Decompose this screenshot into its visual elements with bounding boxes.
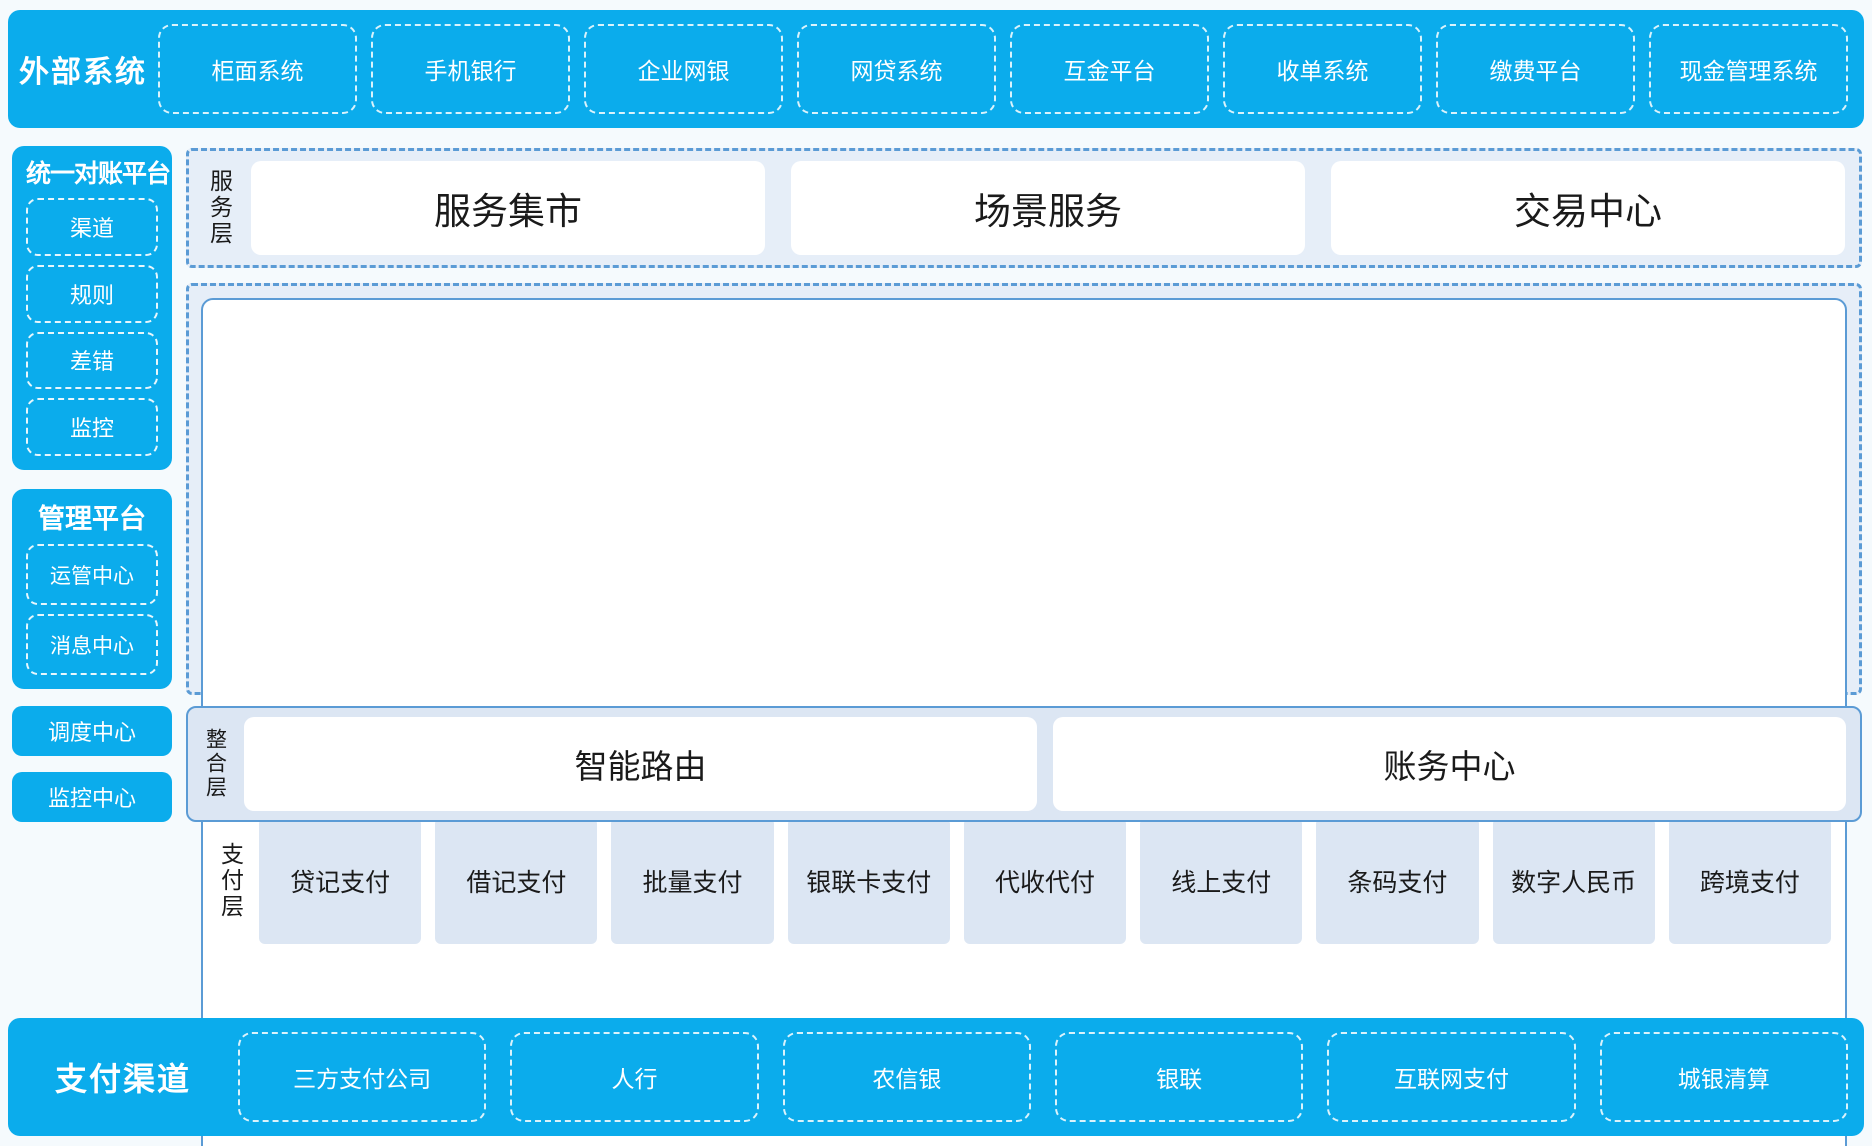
- payment-channels-title: 支付渠道: [54, 1061, 191, 1097]
- channel-item-internet-payment[interactable]: 互联网支付: [1327, 1032, 1576, 1122]
- integration-layer-items: 智能路由 账务中心: [244, 717, 1846, 811]
- external-system-item[interactable]: 手机银行: [371, 24, 570, 114]
- external-systems-bar: 外部系统 柜面系统 手机银行 企业网银 网贷系统 互金平台 收单系统 缴费平台 …: [8, 10, 1864, 128]
- payment-item-credit[interactable]: 贷记支付: [259, 818, 422, 944]
- payment-item-cross-border[interactable]: 跨境支付: [1668, 818, 1831, 944]
- payment-layer-label: 支付层: [217, 842, 244, 920]
- payment-item-unionpay-card[interactable]: 银联卡支付: [787, 818, 950, 944]
- management-platform-items: 运管中心 消息中心: [26, 544, 158, 675]
- sidebar-item-rule[interactable]: 规则: [26, 264, 158, 323]
- external-system-item[interactable]: 互金平台: [1010, 24, 1209, 114]
- sidebar-item-monitoring-center[interactable]: 监控中心: [12, 772, 172, 822]
- payment-item-online[interactable]: 线上支付: [1140, 818, 1303, 944]
- management-platform-group: 管理平台 运管中心 消息中心: [12, 489, 172, 689]
- service-layer-label: 服务层: [206, 169, 233, 247]
- payment-item-barcode[interactable]: 条码支付: [1316, 818, 1479, 944]
- external-systems-items: 柜面系统 手机银行 企业网银 网贷系统 互金平台 收单系统 缴费平台 现金管理系…: [158, 24, 1848, 114]
- channel-item-third-party[interactable]: 三方支付公司: [238, 1032, 487, 1122]
- sidebar-item-error[interactable]: 差错: [26, 331, 158, 390]
- payment-item-digital-rmb[interactable]: 数字人民币: [1492, 818, 1655, 944]
- payment-item-batch[interactable]: 批量支付: [611, 818, 774, 944]
- channel-item-rural-credit[interactable]: 农信银: [782, 1032, 1031, 1122]
- sidebar-item-monitor[interactable]: 监控: [26, 398, 158, 456]
- external-systems-title: 外部系统: [19, 56, 147, 89]
- sidebar-item-dispatch-center[interactable]: 调度中心: [12, 706, 172, 756]
- integration-layer-label: 整合层: [203, 728, 227, 800]
- channel-item-pboc[interactable]: 人行: [510, 1032, 759, 1122]
- integration-item-accounting-center[interactable]: 账务中心: [1053, 717, 1846, 811]
- payment-layer-items: 贷记支付 借记支付 批量支付 银联卡支付 代收代付 线上支付 条码支付 数字人民…: [259, 818, 1831, 944]
- channel-item-city-bank-clearing[interactable]: 城银清算: [1599, 1032, 1848, 1122]
- external-system-item[interactable]: 柜面系统: [158, 24, 357, 114]
- external-system-item[interactable]: 企业网银: [584, 24, 783, 114]
- sidebar-item-channel[interactable]: 渠道: [26, 198, 158, 256]
- service-layer-items: 服务集市 场景服务 交易中心: [251, 161, 1845, 255]
- payment-channels-bar: 支付渠道 三方支付公司 人行 农信银 银联 互联网支付 城银清算: [8, 1018, 1864, 1136]
- payment-item-debit[interactable]: 借记支付: [435, 818, 598, 944]
- reconciliation-platform-items: 渠道 规则 差错 监控: [26, 198, 158, 456]
- payment-item-collection-payment[interactable]: 代收代付: [963, 818, 1127, 944]
- management-platform-title: 管理平台: [38, 504, 146, 534]
- external-system-item[interactable]: 现金管理系统: [1649, 24, 1848, 114]
- sidebar-item-operations-center[interactable]: 运管中心: [26, 544, 158, 605]
- external-system-item[interactable]: 网贷系统: [797, 24, 996, 114]
- integration-item-smart-routing[interactable]: 智能路由: [244, 717, 1037, 811]
- reconciliation-platform-group: 统一对账平台 渠道 规则 差错 监控: [12, 146, 172, 470]
- external-system-item[interactable]: 收单系统: [1223, 24, 1422, 114]
- channel-item-unionpay[interactable]: 银联: [1054, 1032, 1304, 1122]
- external-system-item[interactable]: 缴费平台: [1436, 24, 1635, 114]
- service-item-scenario-service[interactable]: 场景服务: [791, 161, 1305, 255]
- payment-channels-items: 三方支付公司 人行 农信银 银联 互联网支付 城银清算: [238, 1032, 1848, 1122]
- sidebar-item-message-center[interactable]: 消息中心: [26, 614, 158, 675]
- reconciliation-platform-title: 统一对账平台: [26, 160, 171, 188]
- service-item-marketplace[interactable]: 服务集市: [251, 161, 765, 255]
- service-layer: 服务层 服务集市 场景服务 交易中心: [186, 148, 1862, 268]
- integration-layer: 整合层 智能路由 账务中心: [186, 706, 1862, 822]
- core-layers-container: 支付层 贷记支付 借记支付 批量支付 银联卡支付 代收代付 线上支付 条码支付 …: [186, 283, 1862, 1146]
- service-item-transaction-center[interactable]: 交易中心: [1331, 161, 1845, 255]
